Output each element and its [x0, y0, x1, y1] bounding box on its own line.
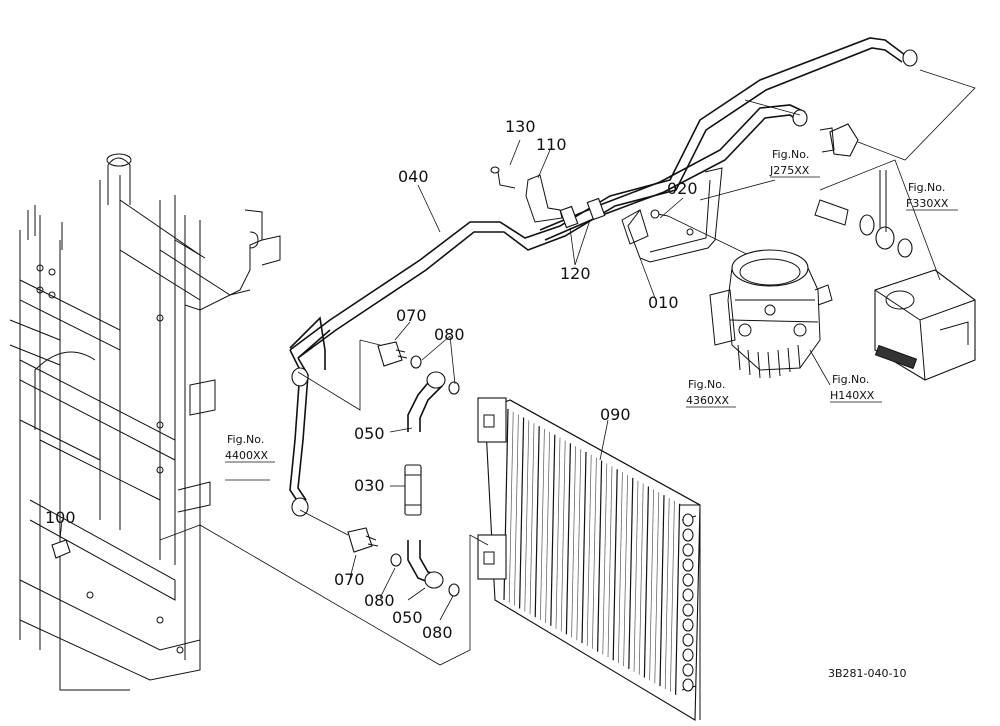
coil-loop — [682, 618, 694, 632]
pressure-switch-parts — [814, 123, 913, 258]
fin-line — [576, 449, 582, 641]
fin-line — [529, 423, 535, 615]
fin-line — [581, 452, 587, 644]
fig-ref-f330-prefix: Fig.No. — [908, 181, 945, 194]
fin-line — [618, 472, 623, 664]
coil-loop — [682, 513, 694, 527]
coil-loop — [682, 573, 694, 587]
fin-line — [659, 495, 665, 687]
callout-labels: 130 110 040 020 120 010 070 080 050 030 … — [45, 117, 698, 642]
fin-line — [586, 454, 592, 646]
fin-line — [628, 477, 634, 669]
fin-line — [592, 457, 597, 649]
fig-ref-4400-code[interactable]: 4400XX — [225, 449, 269, 462]
fig-ref-j275[interactable]: Fig.No. J275XX — [769, 148, 820, 178]
condenser-fins — [503, 408, 681, 695]
fig-ref-j275-prefix: Fig.No. — [772, 148, 809, 161]
fin-line — [571, 446, 576, 638]
leader-lines — [59, 69, 976, 666]
drawing-code: 3B281-040-10 — [828, 667, 906, 680]
coil-loop — [682, 528, 694, 542]
fin-line — [638, 483, 644, 675]
condenser — [477, 397, 701, 721]
fig-ref-4360-prefix: Fig.No. — [688, 378, 725, 391]
fin-line — [664, 498, 670, 690]
callout-120: 120 — [560, 264, 591, 283]
coil-loop — [682, 633, 694, 647]
callout-010: 010 — [648, 293, 679, 312]
callout-040: 040 — [398, 167, 429, 186]
callout-050-upper: 050 — [354, 424, 385, 443]
coil-loop — [682, 558, 694, 572]
coil-loop — [682, 588, 694, 602]
fin-line — [560, 440, 566, 632]
clamp-parts — [490, 166, 606, 266]
fin-line — [540, 429, 545, 621]
callout-050-lower: 050 — [392, 608, 423, 627]
callout-080-lower-left: 080 — [364, 591, 395, 610]
fin-line — [643, 486, 649, 678]
fin-line — [654, 492, 660, 684]
fin-line — [524, 420, 530, 612]
coil-loop — [682, 603, 694, 617]
fig-ref-h140-code[interactable]: H140XX — [830, 389, 875, 402]
fin-line — [602, 463, 608, 655]
tractor-frame — [9, 153, 281, 691]
fig-ref-4360-code[interactable]: 4360XX — [686, 394, 730, 407]
figure-references: Fig.No. J275XX Fig.No. F330XX Fig.No. H1… — [225, 148, 958, 463]
fin-line — [534, 426, 540, 618]
fin-line — [508, 411, 514, 603]
fig-ref-j275-code[interactable]: J275XX — [769, 164, 810, 177]
fig-ref-h140[interactable]: Fig.No. H140XX — [830, 373, 882, 403]
fin-line — [545, 431, 550, 623]
callout-070-lower: 070 — [334, 570, 365, 589]
ac-compressor — [709, 249, 833, 379]
coil-loop — [682, 678, 694, 692]
callout-030: 030 — [354, 476, 385, 495]
valve-block — [874, 269, 976, 381]
fin-line — [633, 480, 639, 672]
fin-line — [607, 466, 613, 658]
fin-line — [675, 503, 681, 695]
fig-ref-4400[interactable]: Fig.No. 4400XX — [225, 433, 275, 463]
fin-line — [565, 443, 571, 635]
fin-line — [612, 469, 618, 661]
fin-line — [670, 500, 675, 692]
fin-line — [597, 460, 603, 652]
fin-line — [550, 434, 556, 626]
callout-080-upper: 080 — [434, 325, 465, 344]
fig-ref-f330[interactable]: Fig.No. F330XX — [906, 181, 958, 211]
fig-ref-4360[interactable]: Fig.No. 4360XX — [686, 378, 736, 408]
fig-ref-4400-prefix: Fig.No. — [227, 433, 264, 446]
fin-line — [649, 489, 654, 681]
callout-070-upper: 070 — [396, 306, 427, 325]
fig-ref-f330-code[interactable]: F330XX — [906, 197, 949, 210]
fin-line — [555, 437, 561, 629]
callout-020: 020 — [667, 179, 698, 198]
callout-090: 090 — [600, 405, 631, 424]
callout-100: 100 — [45, 508, 76, 527]
hose-parts — [51, 341, 460, 597]
coil-loop — [682, 663, 694, 677]
callout-110: 110 — [536, 135, 567, 154]
coil-loop — [682, 648, 694, 662]
fin-line — [519, 417, 525, 609]
fig-ref-h140-prefix: Fig.No. — [832, 373, 869, 386]
fin-line — [623, 475, 628, 667]
fin-line — [514, 414, 519, 606]
coil-loop — [682, 543, 694, 557]
callout-130: 130 — [505, 117, 536, 136]
callout-080-lower-right: 080 — [422, 623, 453, 642]
